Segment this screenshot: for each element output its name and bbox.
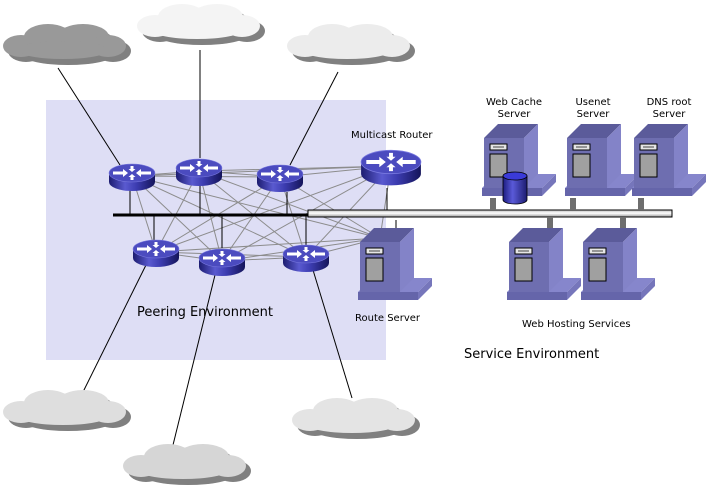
mesh-link (131, 175, 223, 262)
router-icon (256, 164, 304, 193)
cloud-bottom-right (292, 398, 420, 439)
dns-root-server-label: DNS root Server (641, 97, 697, 121)
cloud-top-left (3, 24, 131, 65)
router-icon (198, 248, 246, 277)
usenet-server-icon (564, 123, 640, 197)
multicast-router-label: Multicast Router (351, 130, 433, 141)
usenet-label-line2: Server (576, 109, 610, 120)
dns-root-server-icon (631, 123, 706, 197)
router-icon (175, 158, 223, 187)
web-hosting-server-icon (580, 227, 656, 301)
service-environment-label: Service Environment (464, 347, 600, 362)
server-stand-posts (490, 198, 644, 229)
mesh-link (198, 170, 381, 239)
service-lan-bus (307, 209, 673, 218)
router-icon (282, 244, 330, 273)
mesh-link (155, 237, 381, 253)
cloud-bottom-left (3, 390, 131, 431)
mesh-link (131, 175, 381, 239)
uplinks (57, 50, 353, 446)
route-server-label: Route Server (355, 313, 420, 324)
route-server-icon (357, 227, 433, 301)
router-icon (132, 239, 180, 268)
web-hosting-services-label: Web Hosting Services (522, 319, 631, 330)
dns-root-label-line2: Server (652, 109, 686, 120)
web-hosting-server-icon (506, 227, 582, 301)
usenet-server-label: Usenet Server (571, 97, 615, 121)
router-icon (108, 163, 156, 192)
web-cache-server-label: Web Cache Server (486, 97, 542, 121)
web-cache-label-line2: Server (497, 109, 531, 120)
multicast-router-icon (360, 149, 422, 187)
peering-environment-label: Peering Environment (137, 305, 273, 320)
mesh-link (155, 165, 392, 253)
database-cylinder-icon (502, 171, 528, 205)
cloud-top-center (137, 4, 265, 45)
usenet-label-line1: Usenet (575, 97, 611, 108)
web-cache-label-line1: Web Cache (486, 97, 543, 108)
dns-root-label-line1: DNS root (646, 97, 692, 108)
cloud-top-right (287, 24, 415, 65)
cloud-bottom-center (123, 444, 251, 485)
